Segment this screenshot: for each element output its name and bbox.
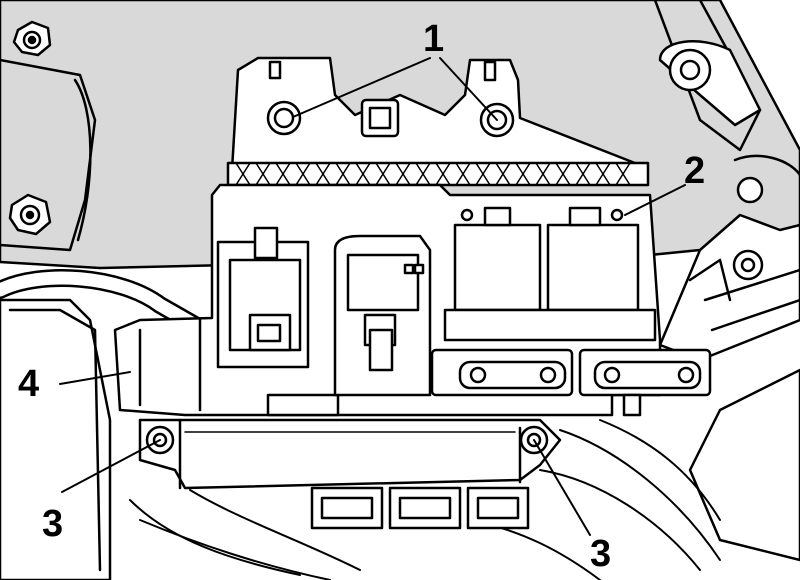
pivot-mount: [658, 40, 800, 204]
connector-2: [388, 486, 462, 530]
leader-2: [624, 184, 686, 216]
leader-3a: [61, 439, 161, 493]
callout-3-left: 3: [42, 503, 64, 545]
leader-1a: [292, 57, 431, 118]
callout-2: 2: [684, 150, 706, 192]
leader-4: [59, 371, 131, 385]
leader-lines: [59, 57, 686, 536]
callout-3-right: 3: [590, 533, 612, 575]
callout-4: 4: [18, 363, 40, 405]
connector-3: [466, 486, 530, 530]
upper-bolt-left: [266, 100, 302, 136]
bracket-bolt-lower: [8, 193, 52, 236]
left-housing: [0, 269, 204, 580]
relay-left: [453, 206, 542, 312]
control-unit: [138, 418, 562, 490]
centre-relay-socket: [333, 234, 432, 397]
leader-1b: [439, 57, 498, 121]
bracket-bolt-upper: [12, 20, 52, 57]
left-bracket: [0, 58, 97, 252]
left-relay-socket: [216, 226, 340, 417]
small-stud: [622, 393, 642, 417]
fuse-strip-left: [430, 348, 574, 397]
relay-right: [546, 206, 640, 312]
right-frame: [658, 213, 800, 562]
relay-base-ledge: [443, 308, 657, 342]
leader-3b: [533, 439, 591, 536]
connector-1: [310, 486, 384, 530]
callout-1: 1: [423, 18, 445, 60]
wiring-harness: [129, 419, 721, 580]
hatched-rail: [226, 161, 650, 187]
upper-mounting-bracket: [230, 56, 642, 172]
fuse-strip-right: [578, 348, 712, 397]
